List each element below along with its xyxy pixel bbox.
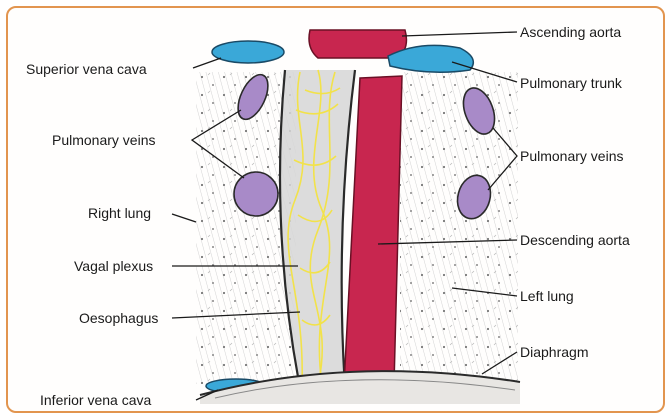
label-right-lung: Right lung [88, 205, 151, 221]
leader-ascending-aorta [402, 32, 517, 36]
leader-superior-vena-cava [193, 58, 221, 68]
left-lung [400, 72, 518, 384]
superior-vena-cava [212, 41, 284, 63]
label-left-lung: Left lung [520, 288, 574, 304]
label-diaphragm: Diaphragm [520, 344, 588, 360]
label-oesophagus: Oesophagus [79, 310, 158, 326]
label-pulmonary-veins-right: Pulmonary veins [52, 132, 156, 148]
label-pulmonary-trunk: Pulmonary trunk [520, 75, 622, 91]
label-inferior-vena-cava: Inferior vena cava [40, 392, 151, 408]
descending-aorta [344, 76, 402, 385]
label-superior-vena-cava: Superior vena cava [26, 61, 147, 77]
label-vagal-plexus: Vagal plexus [74, 258, 153, 274]
leader-right-lung [172, 214, 196, 222]
label-pulmonary-veins-left: Pulmonary veins [520, 148, 624, 164]
label-descending-aorta: Descending aorta [520, 232, 630, 248]
oesophagus [280, 70, 355, 388]
label-ascending-aorta: Ascending aorta [520, 24, 621, 40]
